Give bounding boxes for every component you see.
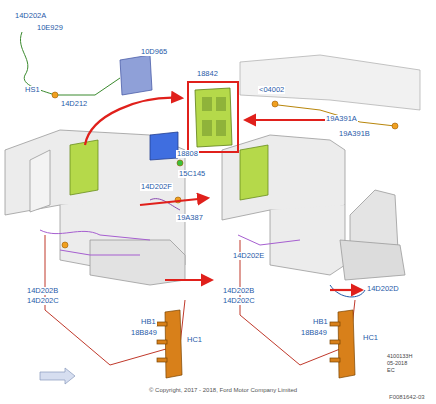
part-number: 10D965 bbox=[140, 48, 168, 56]
connector-id: HS1 bbox=[24, 86, 41, 94]
copyright-note: © Copyright, 2017 - 2018, Ford Motor Com… bbox=[148, 386, 298, 394]
part-number: 18B849 bbox=[130, 329, 158, 337]
part-number: 14D212 bbox=[60, 100, 88, 108]
part-number: 14D202E bbox=[232, 252, 265, 260]
part-number: 19A391A bbox=[325, 115, 358, 123]
part-number: 19A391B bbox=[338, 130, 371, 138]
connector-id: HC1 bbox=[362, 334, 379, 342]
part-number: 18B849 bbox=[300, 329, 328, 337]
revision-note: 4100133H bbox=[386, 353, 413, 359]
part-number: 14D202A bbox=[14, 12, 47, 20]
part-number: 18808 bbox=[176, 150, 199, 158]
part-number: 14D202B bbox=[26, 287, 59, 295]
part-number: 15C145 bbox=[178, 170, 206, 178]
connector-id: HB1 bbox=[312, 318, 329, 326]
part-number: 14D202C bbox=[26, 297, 60, 305]
part-number: 18842 bbox=[196, 70, 219, 78]
part-number: 10E929 bbox=[36, 24, 64, 32]
part-number: 14D202D bbox=[366, 285, 400, 293]
connector-id: HB1 bbox=[140, 318, 157, 326]
part-number: 14D202C bbox=[222, 297, 256, 305]
part-number: 14D202F bbox=[140, 183, 173, 191]
part-number: 19A387 bbox=[176, 214, 204, 222]
figure-number: F0081642-03 bbox=[388, 393, 426, 401]
part-number: 14D202B bbox=[222, 287, 255, 295]
revision-note: EC bbox=[386, 367, 396, 373]
revision-note: 05-2018 bbox=[386, 360, 408, 366]
part-number: <04002 bbox=[258, 86, 285, 94]
connector-id: HC1 bbox=[186, 336, 203, 344]
